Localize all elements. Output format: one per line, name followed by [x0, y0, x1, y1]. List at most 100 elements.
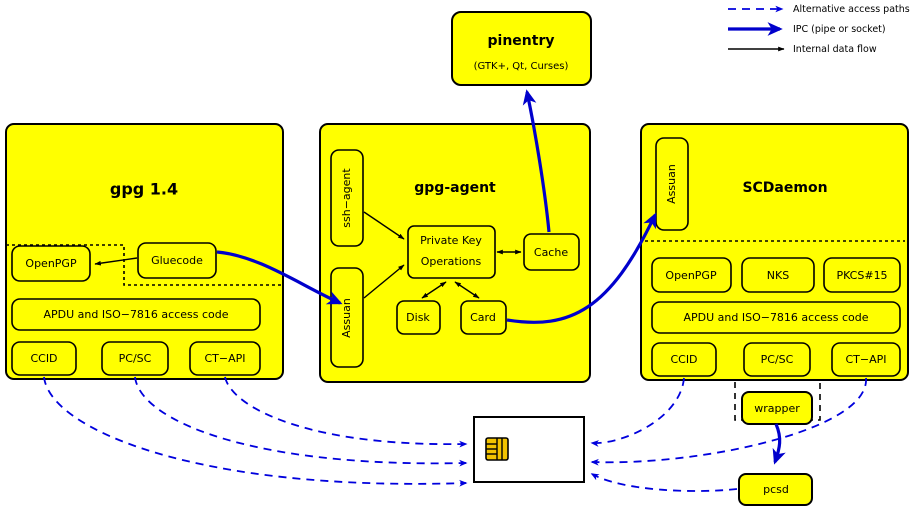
scdaemon-driver-ccid-shape [651, 342, 717, 377]
scdaemon-app-openpgp[interactable]: OpenPGP [651, 257, 732, 293]
pinentry-box-shape [451, 11, 592, 86]
scdaemon-app-nks-label: NKS [767, 269, 789, 282]
gpg-agent-disk-label: Disk [406, 311, 430, 324]
gpg-agent-card-label: Card [470, 311, 496, 324]
scdaemon-driver-ctapi-shape [831, 342, 901, 377]
gpg-gluecode-label: Gluecode [151, 254, 203, 267]
pinentry-title: pinentry [488, 33, 555, 49]
scdaemon-app-pkcs15-label: PKCS#15 [836, 269, 887, 282]
scdaemon-apdu-box[interactable]: APDU and ISO−7816 access code [651, 301, 901, 334]
legend-label-ipc: IPC (pipe or socket) [793, 24, 886, 35]
gpg-agent-cache-shape [523, 233, 580, 271]
legend-label-internal-data-flow: Internal data flow [793, 44, 877, 55]
scdaemon-app-nks[interactable]: NKS [741, 257, 815, 293]
gpg-agent-card-shape [460, 300, 507, 335]
scdaemon-driver-pcsc-label: PC/SC [761, 353, 794, 366]
gpg-openpgp-box[interactable]: OpenPGP [11, 245, 91, 282]
pcsd-label: pcsd [763, 483, 789, 496]
gpg-gluecode-box[interactable]: Gluecode [137, 242, 217, 279]
pinentry-box[interactable]: pinentry (GTK+, Qt, Curses) [451, 11, 592, 86]
gpg-agent-disk-shape [396, 300, 441, 335]
ssh-agent-to-private-key-ops-arrow [363, 211, 405, 240]
ipc-gpg-agent-to-scdaemon-arrow [506, 212, 657, 324]
altpath-gpg-ccid-to-card [43, 376, 468, 487]
gpg-agent-private-key-ops-shape [407, 225, 496, 279]
ipc-gpg-to-gpg-agent-arrow [216, 250, 343, 305]
scdaemon-app-pkcs15-shape [823, 257, 901, 293]
gpg-driver-ccid-label: CCID [30, 352, 57, 365]
gpg-agent-cache-label: Cache [534, 246, 568, 259]
gpg-driver-pcsc-shape [101, 341, 169, 376]
gpg-agent-ssh-agent-box[interactable]: ssh−agent [330, 149, 364, 247]
scdaemon-title: SCDaemon [742, 180, 827, 196]
gpg-openpgp-label: OpenPGP [25, 257, 77, 270]
scdaemon-driver-ccid[interactable]: CCID [651, 342, 717, 377]
private-key-ops-disk-arrow [421, 281, 447, 299]
ipc-connections [216, 89, 786, 465]
gpg-apdu-box[interactable]: APDU and ISO−7816 access code [11, 298, 261, 331]
gpg-agent-disk-box[interactable]: Disk [396, 300, 441, 335]
gpg-driver-pcsc-label: PC/SC [119, 352, 152, 365]
scdaemon-app-openpgp-label: OpenPGP [665, 269, 717, 282]
gpg-container[interactable]: gpg 1.4 OpenPGP Gluecode APDU and ISO−78… [5, 123, 284, 380]
gpg-driver-pcsc[interactable]: PC/SC [101, 341, 169, 376]
gpg-agent-private-key-ops-box[interactable]: Private Key Operations [407, 225, 496, 279]
pcsd-box[interactable]: pcsd [738, 473, 813, 506]
gpg-agent-ssh-agent-label: ssh−agent [340, 168, 353, 228]
gpg-agent-cache-box[interactable]: Cache [523, 233, 580, 271]
scdaemon-container[interactable]: SCDaemon Assuan OpenPGP NKS PKCS#15 APDU… [640, 123, 909, 381]
gpg-agent-private-key-ops-line1: Private Key [420, 234, 482, 247]
scdaemon-assuan-label: Assuan [665, 164, 678, 204]
gpg-agent-private-key-ops-line2: Operations [421, 255, 482, 268]
gpg-gluecode-shape [137, 242, 217, 279]
gpg-apdu-label: APDU and ISO−7816 access code [43, 308, 228, 321]
scdaemon-driver-ccid-label: CCID [670, 353, 697, 366]
private-key-ops-card-arrow [454, 281, 480, 299]
legend-label-alternative-access-paths: Alternative access paths [793, 4, 910, 15]
gpg-driver-ctapi-label: CT−API [204, 352, 245, 365]
scdaemon-driver-ctapi[interactable]: CT−API [831, 342, 901, 377]
scdaemon-app-openpgp-shape [651, 257, 732, 293]
assuan-to-private-key-ops-arrow [363, 264, 405, 299]
gpg-dotted-separator [6, 244, 283, 286]
gpg-gluecode-to-openpgp-arrow [94, 257, 138, 266]
gpg-driver-ccid[interactable]: CCID [11, 341, 77, 376]
gpg-driver-ctapi-shape [189, 341, 261, 376]
scdaemon-driver-ctapi-label: CT−API [845, 353, 886, 366]
altpath-pcsd-to-card [590, 473, 738, 492]
scdaemon-app-nks-shape [741, 257, 815, 293]
gpg-apdu-shape [11, 298, 261, 331]
scdaemon-assuan-box[interactable]: Assuan [655, 137, 689, 231]
scdaemon-apdu-shape [651, 301, 901, 334]
gpg-agent-assuan-label: Assuan [340, 298, 353, 338]
legend-item-ipc: IPC (pipe or socket) [728, 22, 886, 36]
smartcard[interactable] [473, 416, 585, 483]
scdaemon-driver-pcsc[interactable]: PC/SC [743, 342, 811, 377]
gpg-agent-container[interactable]: gpg-agent ssh−agent Assuan Private Key O… [319, 123, 591, 383]
scdaemon-apdu-label: APDU and ISO−7816 access code [683, 311, 868, 324]
alternative-access-paths [43, 376, 867, 492]
ipc-gpg-agent-to-pinentry-arrow [522, 89, 551, 233]
gpg-title: gpg 1.4 [110, 180, 178, 199]
pinentry-subtitle: (GTK+, Qt, Curses) [474, 61, 569, 72]
gpg-agent-assuan-box[interactable]: Assuan [330, 267, 364, 368]
smartcard-chip-icon [485, 437, 509, 461]
altpath-gpg-pcsc-to-card [134, 376, 468, 467]
legend-item-alternative-access-paths: Alternative access paths [728, 4, 910, 15]
legend: Alternative access paths IPC (pipe or so… [728, 4, 910, 55]
gpg-agent-title: gpg-agent [414, 180, 496, 196]
wrapper-label: wrapper [754, 402, 800, 415]
gpg-agent-card-box[interactable]: Card [460, 300, 507, 335]
gpg-driver-ctapi[interactable]: CT−API [189, 341, 261, 376]
altpath-scdaemon-ccid-to-card [590, 377, 685, 447]
pcsd-box-shape [738, 473, 813, 506]
ipc-wrapper-to-pcsd-arrow [772, 423, 786, 465]
scdaemon-driver-pcsc-shape [743, 342, 811, 377]
gpg-openpgp-shape [11, 245, 91, 282]
altpath-scdaemon-ctapi-to-card [590, 377, 867, 466]
gpg-agent-ssh-agent-shape [330, 149, 364, 247]
scdaemon-app-pkcs15[interactable]: PKCS#15 [823, 257, 901, 293]
scdaemon-assuan-shape [655, 137, 689, 231]
legend-item-internal-data-flow: Internal data flow [728, 44, 877, 55]
